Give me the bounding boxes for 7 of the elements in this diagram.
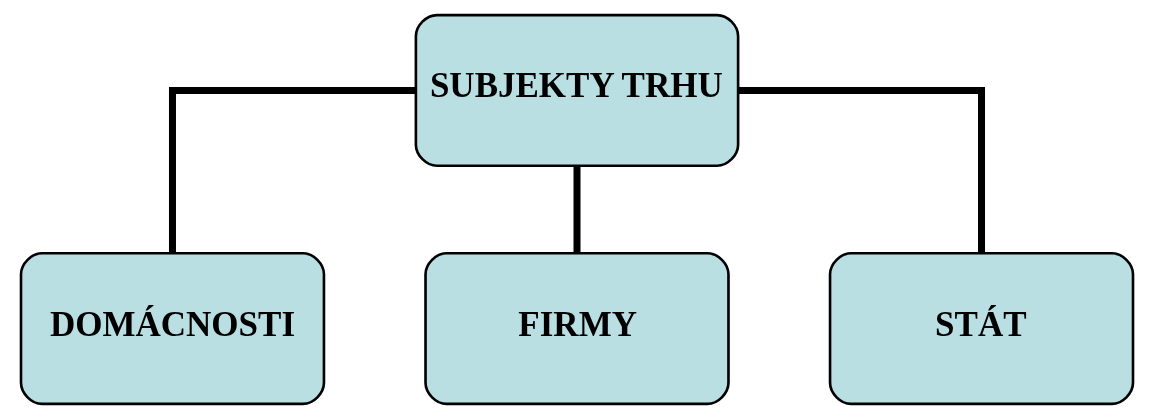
connector	[738, 86, 985, 254]
connector	[169, 86, 416, 254]
node-box: SUBJEKTY TRHU	[414, 13, 740, 168]
connector	[573, 165, 581, 253]
node-box: DOMÁCNOSTI	[19, 251, 326, 406]
node-box: STÁT	[828, 251, 1135, 406]
node-box: FIRMY	[424, 251, 730, 406]
